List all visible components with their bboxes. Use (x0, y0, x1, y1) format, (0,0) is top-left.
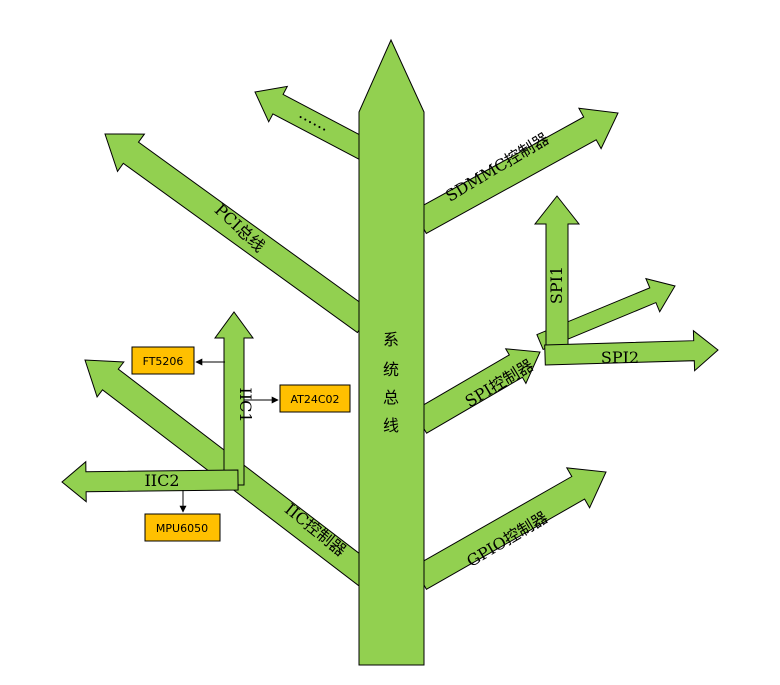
system-bus-trunk (358, 38, 425, 666)
ellipsis-branch-arrow (254, 85, 371, 161)
spi1-label: SPI1 (547, 266, 566, 304)
gpio-branch-arrow (412, 467, 607, 590)
ft5206-label: FT5206 (143, 355, 184, 368)
ft5206-box (131, 346, 195, 375)
iic2-label: IIC2 (144, 471, 179, 490)
iic1-branch-arrow (214, 311, 254, 486)
at24c02-label: AT24C02 (290, 393, 339, 406)
at24c02-box (279, 384, 351, 413)
trunk-char-1: 系 (383, 330, 399, 349)
iic2-branch-arrow (61, 460, 239, 503)
sdmmc-branch-arrow (413, 107, 619, 235)
spi2-branch-arrow (544, 329, 719, 372)
iic1-label: IIC1 (236, 387, 255, 422)
trunk-char-4: 线 (383, 416, 399, 435)
trunk-char-2: 统 (383, 360, 399, 379)
spi2-label: SPI2 (601, 348, 639, 367)
trunk-char-3: 总 (383, 388, 399, 407)
mpu6050-label: MPU6050 (156, 522, 208, 535)
mpu6050-box (144, 513, 221, 542)
spi-controller-arrow (412, 348, 541, 434)
pci-bus-branch-arrow (104, 133, 374, 334)
spi1-branch-arrow (533, 195, 581, 351)
